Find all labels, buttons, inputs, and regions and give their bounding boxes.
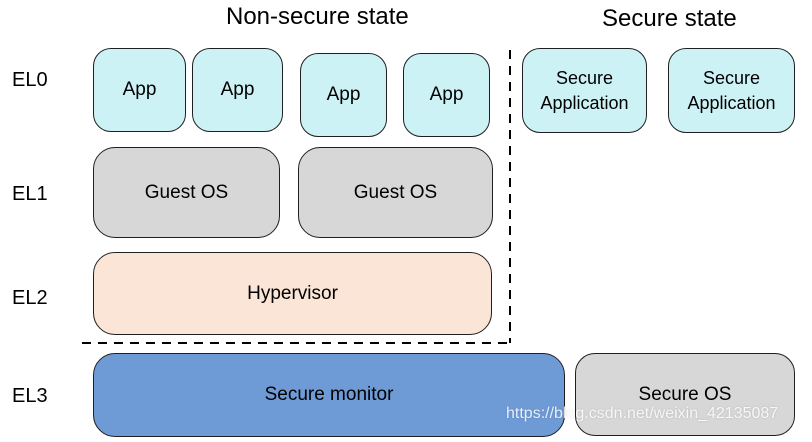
secure-application-box: Secure Application: [668, 48, 795, 133]
app-box: App: [192, 48, 283, 132]
app-box: App: [300, 53, 387, 137]
watermark: https://blog.csdn.net/weixin_42135087: [506, 405, 779, 422]
secure-monitor-box: Secure monitor: [93, 353, 565, 437]
guest-os-box: Guest OS: [298, 147, 493, 238]
non-secure-state-title: Non-secure state: [226, 3, 409, 30]
guest-os-box: Guest OS: [93, 147, 280, 238]
state-divider-vertical: [509, 50, 511, 343]
secure-state-title: Secure state: [602, 5, 737, 32]
el3-label: EL3: [12, 385, 48, 407]
el2-label: EL2: [12, 287, 48, 309]
app-box: App: [403, 53, 490, 137]
secure-os-box: Secure OS: [575, 353, 795, 436]
app-box: App: [93, 48, 186, 132]
state-divider-horizontal: [82, 342, 511, 344]
secure-application-box: Secure Application: [522, 48, 647, 133]
el0-label: EL0: [12, 69, 48, 91]
el1-label: EL1: [12, 183, 48, 205]
hypervisor-box: Hypervisor: [93, 252, 492, 335]
